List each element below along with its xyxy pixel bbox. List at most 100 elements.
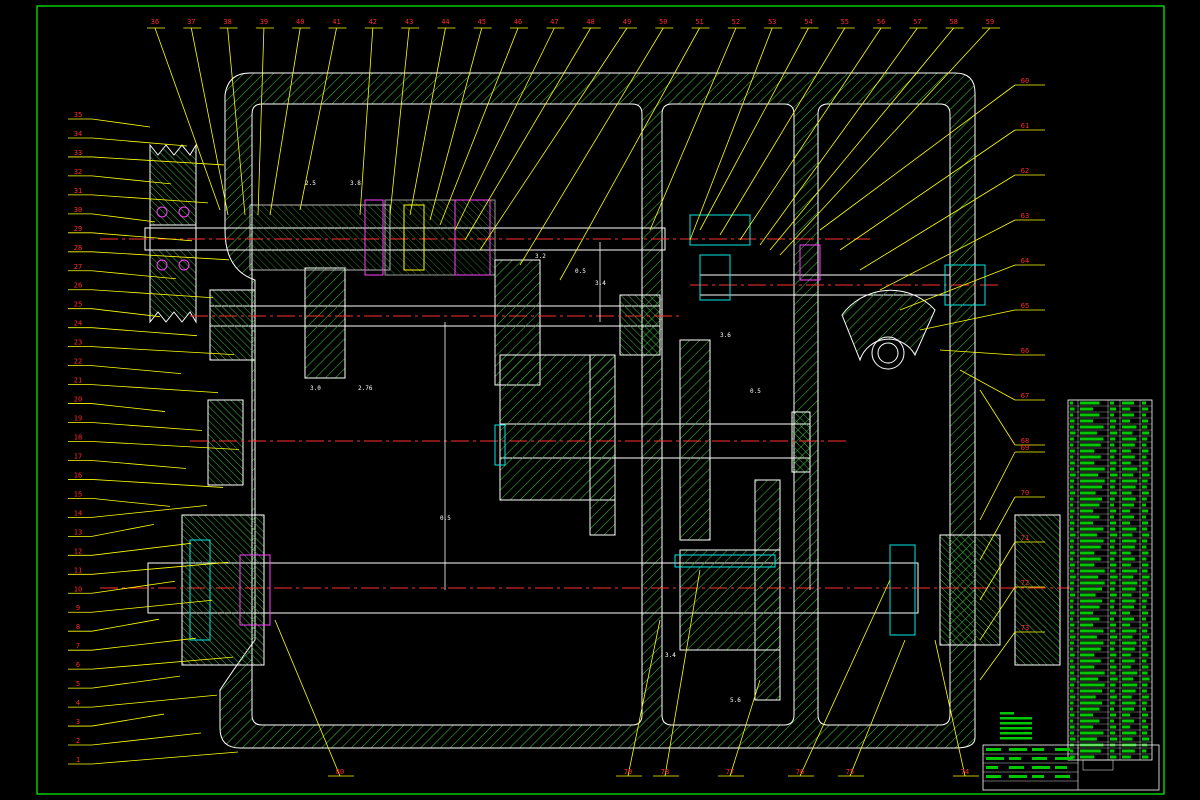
table-cell — [1142, 503, 1146, 507]
table-cell — [1080, 467, 1105, 471]
part-label: 32 — [74, 168, 82, 176]
table-cell — [1080, 755, 1095, 759]
table-cell — [1080, 431, 1097, 435]
part-label: 63 — [1021, 212, 1029, 220]
dimension-text: 3.2 — [535, 253, 546, 260]
dimension-text: 0.5 — [750, 388, 761, 395]
table-cell — [1122, 623, 1130, 627]
leader-line — [91, 346, 235, 356]
leader-line — [91, 251, 230, 261]
table-cell — [1080, 545, 1101, 549]
table-cell — [1122, 527, 1137, 531]
part-label: 78 — [661, 768, 669, 776]
table-cell — [1142, 737, 1150, 741]
leader-line — [91, 504, 208, 518]
table-cell — [1142, 725, 1148, 729]
table-cell — [1110, 671, 1116, 675]
dimension-text: 2.5 — [305, 180, 316, 187]
table-cell — [1110, 437, 1116, 441]
table-cell — [1070, 527, 1074, 531]
table-cell — [1110, 521, 1116, 525]
table-cell — [1122, 461, 1131, 465]
table-cell — [1080, 473, 1099, 477]
table-cell — [1080, 683, 1105, 687]
part-label: 2 — [76, 737, 80, 745]
table-cell — [1122, 665, 1131, 669]
table-cell — [1142, 653, 1149, 657]
table-cell — [1110, 701, 1115, 705]
table-cell — [1070, 515, 1073, 519]
table-cell — [1070, 521, 1075, 525]
table-cell — [1122, 563, 1131, 567]
table-cell — [1110, 419, 1116, 423]
part-label: 40 — [296, 18, 304, 26]
part-label: 14 — [74, 509, 82, 517]
table-cell — [1080, 461, 1095, 465]
table-cell — [1070, 647, 1074, 651]
leader-line — [649, 27, 737, 231]
leader-line — [91, 751, 239, 765]
table-cell — [1122, 491, 1132, 495]
table-cell — [1122, 635, 1133, 639]
table-cell — [1110, 629, 1116, 633]
table-cell — [1110, 545, 1115, 549]
table-cell — [1070, 491, 1076, 495]
table-cell — [1142, 581, 1148, 585]
table-cell — [1122, 749, 1135, 753]
table-cell — [1142, 467, 1148, 471]
table-cell — [1110, 713, 1116, 717]
table-cell — [1110, 467, 1116, 471]
table-cell — [1110, 557, 1115, 561]
table-cell — [1080, 695, 1096, 699]
part-label: 57 — [913, 18, 921, 26]
table-cell — [1070, 533, 1076, 537]
table-cell — [1142, 701, 1147, 705]
table-cell — [1122, 575, 1134, 579]
table-cell — [1070, 689, 1074, 693]
table-cell — [1110, 401, 1114, 405]
title-block-cell — [986, 757, 1004, 760]
leader-line — [91, 137, 188, 147]
table-cell — [1122, 473, 1134, 477]
leader-line — [739, 27, 882, 241]
leader-line — [91, 308, 161, 318]
table-cell — [1122, 659, 1135, 663]
table-cell — [1080, 503, 1100, 507]
table-cell — [1080, 527, 1104, 531]
table-cell — [1110, 413, 1114, 417]
table-cell — [1142, 401, 1146, 405]
table-cell — [1122, 521, 1130, 525]
part-label: 26 — [74, 282, 82, 290]
table-cell — [1070, 467, 1075, 471]
leader-line — [91, 384, 219, 393]
table-cell — [1080, 731, 1104, 735]
table-cell — [1080, 497, 1103, 501]
table-cell — [1110, 509, 1116, 513]
table-cell — [1122, 629, 1137, 633]
leader-line — [274, 619, 341, 777]
leader-line — [91, 542, 192, 556]
table-cell — [1142, 473, 1150, 477]
part-details — [189, 199, 986, 641]
table-cell — [1122, 533, 1133, 537]
table-cell — [1142, 755, 1149, 759]
table-cell — [1080, 419, 1093, 423]
leader-line — [359, 27, 374, 216]
gearbox-housing — [219, 72, 976, 749]
part-label: 16 — [74, 471, 82, 479]
part-label: 75 — [846, 768, 854, 776]
title-block-cell — [1009, 775, 1027, 778]
table-cell — [1122, 569, 1138, 573]
table-cell — [1142, 659, 1147, 663]
part-label: 23 — [74, 339, 82, 347]
table-cell — [1142, 521, 1148, 525]
part-label: 17 — [74, 452, 82, 460]
table-cell — [1080, 653, 1095, 657]
table-cell — [1122, 581, 1138, 585]
part-label: 29 — [74, 225, 82, 233]
leader-line — [91, 289, 214, 299]
table-cell — [1122, 449, 1131, 453]
table-cell — [1080, 725, 1093, 729]
table-cell — [1142, 509, 1148, 513]
part-label: 73 — [1021, 624, 1029, 632]
